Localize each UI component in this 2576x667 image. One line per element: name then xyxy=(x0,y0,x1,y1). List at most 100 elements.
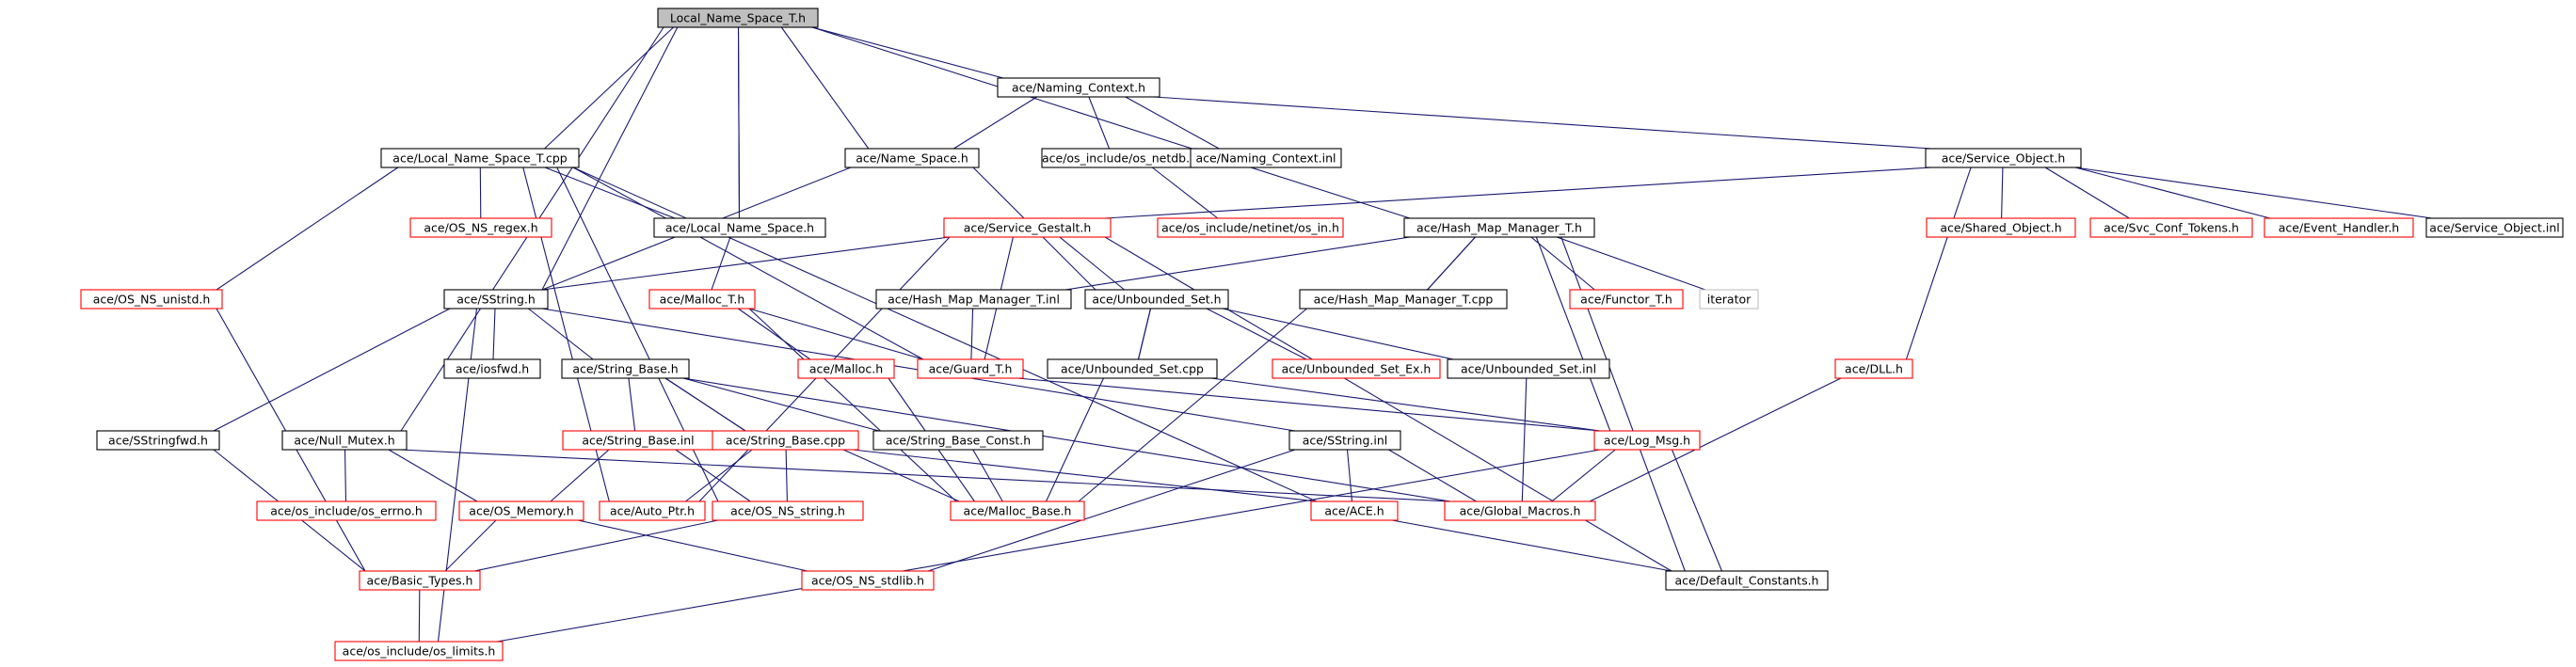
node-auto-ptr[interactable]: ace/Auto_Ptr.h xyxy=(599,500,706,521)
node-iosfwd[interactable]: ace/iosfwd.h xyxy=(443,358,541,379)
node-svc-conf[interactable]: ace/Svc_Conf_Tokens.h xyxy=(2089,217,2253,238)
node-label: ace/Guard_T.h xyxy=(929,362,1013,376)
node-box xyxy=(801,570,935,591)
node-limits[interactable]: ace/os_include/os_limits.h xyxy=(334,641,504,661)
edge-svc_obj-to-so_inl xyxy=(2074,167,2433,219)
node-dll[interactable]: ace/DLL.h xyxy=(1834,358,1913,379)
node-sb-cpp[interactable]: ace/String_Base.cpp xyxy=(712,430,859,451)
edge-unb_cpp-to-log_msg xyxy=(1210,377,1601,432)
edge-root-to-hmm_h xyxy=(811,26,1411,219)
edge-sb_cpp-to-auto_ptr xyxy=(685,449,753,502)
node-hmm-h[interactable]: ace/Hash_Map_Manager_T.h xyxy=(1403,217,1595,238)
node-stdlib[interactable]: ace/OS_NS_stdlib.h xyxy=(801,570,935,591)
edge-null_mtx-to-glob_mac xyxy=(400,449,1451,502)
node-os-str[interactable]: ace/OS_NS_string.h xyxy=(712,500,864,521)
node-basic-t[interactable]: ace/Basic_Types.h xyxy=(359,570,481,591)
node-box xyxy=(2425,217,2564,238)
edge-svc_gst-to-sstring xyxy=(541,236,951,291)
node-so-inl[interactable]: ace/Service_Object.inl xyxy=(2425,217,2564,238)
node-unb-inl[interactable]: ace/Unbounded_Set.inl xyxy=(1447,358,1610,379)
edge-sb_inl-to-os_mem xyxy=(550,449,610,502)
edge-naming_h-to-name_sp xyxy=(953,96,1038,150)
edge-malloc_t-to-malloc_h xyxy=(737,308,811,360)
edge-basic_t-to-limits xyxy=(418,589,421,643)
node-label: ace/os_include/os_netdb.h xyxy=(1042,151,1197,166)
node-shared[interactable]: ace/Shared_Object.h xyxy=(1926,217,2076,238)
node-sb-inl[interactable]: ace/String_Base.inl xyxy=(562,430,714,451)
node-null-mtx[interactable]: ace/Null_Mutex.h xyxy=(281,430,408,451)
edge-lnst_cpp-to-unistd xyxy=(216,167,399,291)
node-unistd[interactable]: ace/OS_NS_unistd.h xyxy=(80,289,223,310)
node-unb-ex[interactable]: ace/Unbounded_Set_Ex.h xyxy=(1272,358,1441,379)
node-box xyxy=(1299,289,1508,310)
node-box xyxy=(917,358,1024,379)
node-str-base[interactable]: ace/String_Base.h xyxy=(561,358,690,379)
node-netdb[interactable]: ace/os_include/os_netdb.h xyxy=(1041,148,1198,168)
node-label: ace/Local_Name_Space_T.cpp xyxy=(392,151,567,166)
edge-root-to-lnst_cpp xyxy=(544,26,674,150)
node-box xyxy=(80,289,223,310)
node-lns-h[interactable]: ace/Local_Name_Space.h xyxy=(653,217,826,238)
edge-sb_cpp-to-os_str xyxy=(785,449,788,502)
node-sb-const[interactable]: ace/String_Base_Const.h xyxy=(872,430,1044,451)
node-name-sp[interactable]: ace/Name_Space.h xyxy=(844,148,980,168)
node-errno[interactable]: ace/os_include/os_errno.h xyxy=(256,500,437,521)
node-iterator[interactable]: iterator xyxy=(1699,289,1759,310)
node-unb-cpp[interactable]: ace/Unbounded_Set.cpp xyxy=(1047,358,1218,379)
node-os-in[interactable]: ace/os_include/netinet/os_in.h xyxy=(1157,217,1344,238)
node-box xyxy=(1157,217,1344,238)
node-ss-inl[interactable]: ace/SString.inl xyxy=(1288,430,1401,451)
node-box xyxy=(256,500,437,521)
node-malloc-h[interactable]: ace/Malloc.h xyxy=(797,358,895,379)
node-ev-hand[interactable]: ace/Event_Handler.h xyxy=(2264,217,2414,238)
edge-ss_inl-to-glob_mac xyxy=(1388,449,1477,502)
node-box xyxy=(712,430,859,451)
node-box xyxy=(844,148,980,168)
node-guard[interactable]: ace/Guard_T.h xyxy=(917,358,1024,379)
node-hmm-inl[interactable]: ace/Hash_Map_Manager_T.inl xyxy=(875,289,1072,310)
node-label: ace/Naming_Context.inl xyxy=(1195,151,1336,166)
node-os-mem[interactable]: ace/OS_Memory.h xyxy=(458,500,584,521)
node-log-msg[interactable]: ace/Log_Msg.h xyxy=(1593,430,1701,451)
node-label: ace/String_Base.h xyxy=(572,362,678,376)
node-box xyxy=(281,430,408,451)
node-sstrfwd[interactable]: ace/SStringfwd.h xyxy=(96,430,220,451)
edge-sstring-to-sstrfwd xyxy=(213,308,451,432)
node-box xyxy=(648,289,756,310)
edge-root-to-sstring xyxy=(541,26,679,291)
node-hmm-cpp[interactable]: ace/Hash_Map_Manager_T.cpp xyxy=(1299,289,1508,310)
node-lnst-cpp[interactable]: ace/Local_Name_Space_T.cpp xyxy=(380,148,580,168)
node-label: ace/ACE.h xyxy=(1324,504,1384,518)
node-label: ace/OS_NS_stdlib.h xyxy=(811,574,924,588)
node-svc-gst[interactable]: ace/Service_Gestalt.h xyxy=(943,217,1112,238)
node-glob-mac[interactable]: ace/Global_Macros.h xyxy=(1444,500,1596,521)
node-def-const[interactable]: ace/Default_Constants.h xyxy=(1665,570,1829,591)
node-mall-base[interactable]: ace/Malloc_Base.h xyxy=(950,500,1085,521)
edge-ss_inl-to-stdlib xyxy=(927,449,1296,572)
edge-lnst_cpp-to-lns_h xyxy=(544,167,676,219)
node-label: ace/Service_Object.h xyxy=(1942,151,2066,166)
node-nc-inl[interactable]: ace/Naming_Context.inl xyxy=(1190,148,1342,168)
edge-os_str-to-basic_t xyxy=(473,519,719,572)
node-label: ace/Hash_Map_Manager_T.h xyxy=(1416,221,1582,235)
node-regex[interactable]: ace/OS_NS_regex.h xyxy=(409,217,552,238)
node-ace-h[interactable]: ace/ACE.h xyxy=(1310,500,1399,521)
edge-unb_inl-to-glob_mac xyxy=(1521,377,1528,502)
node-sstring[interactable]: ace/SString.h xyxy=(443,289,549,310)
node-box xyxy=(1665,570,1829,591)
node-label: ace/os_include/netinet/os_in.h xyxy=(1161,221,1339,235)
node-unb-h[interactable]: ace/Unbounded_Set.h xyxy=(1084,289,1229,310)
edge-sstring-to-limits xyxy=(437,308,478,643)
node-naming-h[interactable]: ace/Naming_Context.h xyxy=(997,77,1160,98)
node-functor[interactable]: ace/Functor_T.h xyxy=(1569,289,1684,310)
node-malloc-t[interactable]: ace/Malloc_T.h xyxy=(648,289,756,310)
edge-null_mtx-to-errno xyxy=(344,449,347,502)
node-box xyxy=(872,430,1044,451)
node-box xyxy=(96,430,220,451)
node-label: ace/Service_Gestalt.h xyxy=(964,221,1092,235)
node-root[interactable]: Local_Name_Space_T.h xyxy=(657,8,819,28)
edge-naming_h-to-nc_inl xyxy=(1125,96,1220,150)
node-svc-obj[interactable]: ace/Service_Object.h xyxy=(1925,148,2082,168)
node-box xyxy=(443,358,541,379)
edge-log_msg-to-glob_mac xyxy=(1551,449,1616,502)
